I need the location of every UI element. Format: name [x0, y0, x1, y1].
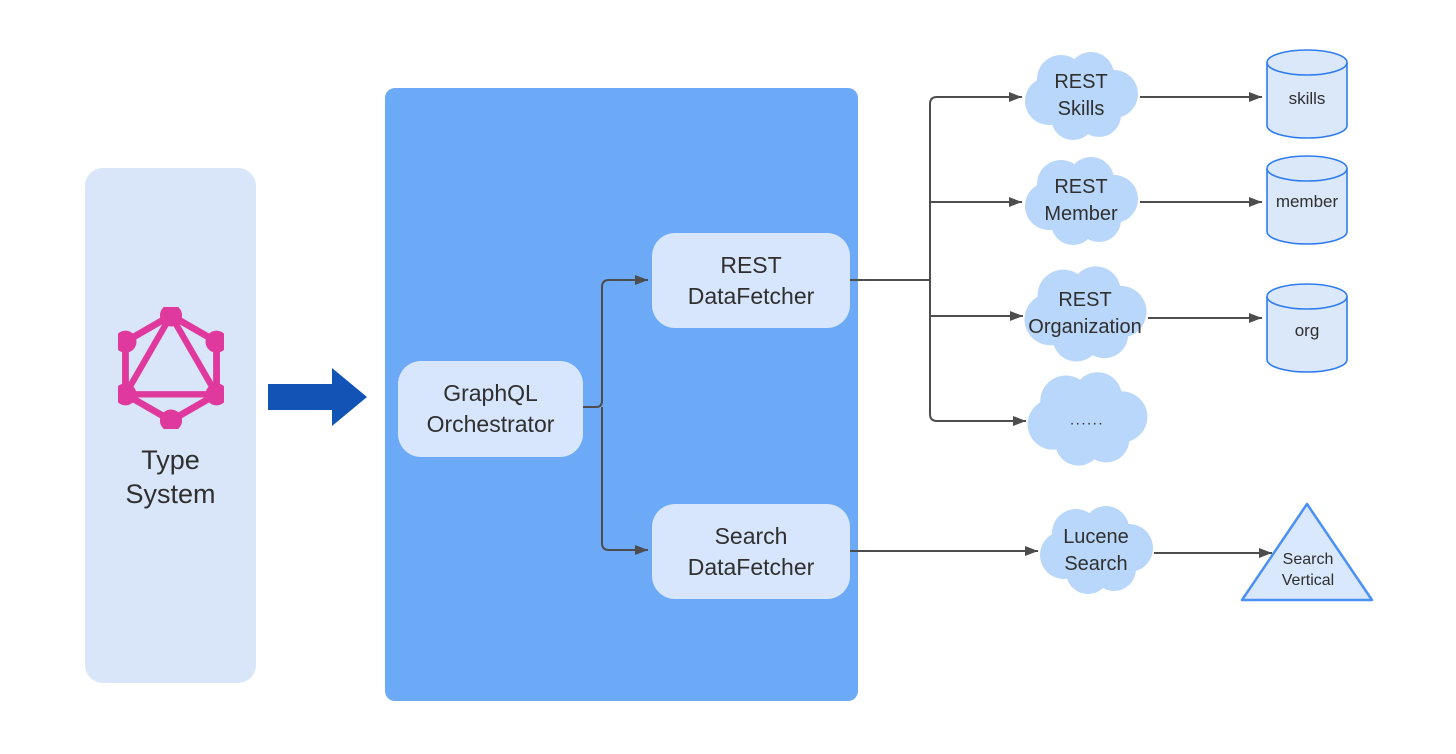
org-database-label: org [1294, 321, 1320, 340]
search-datafetcher-node: Search DataFetcher [652, 504, 850, 599]
type-system-panel: Type System [85, 168, 256, 683]
graphql-orchestrator-node: GraphQL Orchestrator [398, 361, 583, 457]
graphql-logo-icon [117, 307, 224, 429]
rest-datafetcher-node: REST DataFetcher [652, 233, 850, 328]
rest-member-cloud-label: REST Member [1044, 176, 1118, 225]
flow-arrow-icon [268, 368, 367, 426]
connector-trunk-to-skills-cloud [929, 92, 1022, 280]
lucene-search-cloud-label: Lucene Search [1063, 526, 1129, 575]
type-system-label: Type System [125, 445, 216, 509]
rest-organization-cloud-label: REST Organization [1028, 289, 1142, 338]
rest-skills-cloud-label: REST Skills [1054, 71, 1108, 120]
member-database-label: member [1275, 192, 1339, 211]
connector-trunk-to-more-cloud [929, 280, 1026, 426]
skills-database-label: skills [1288, 89, 1326, 108]
more-services-cloud-label: ...... [1069, 411, 1105, 429]
search-vertical-label: Search Vertical [1281, 551, 1335, 589]
